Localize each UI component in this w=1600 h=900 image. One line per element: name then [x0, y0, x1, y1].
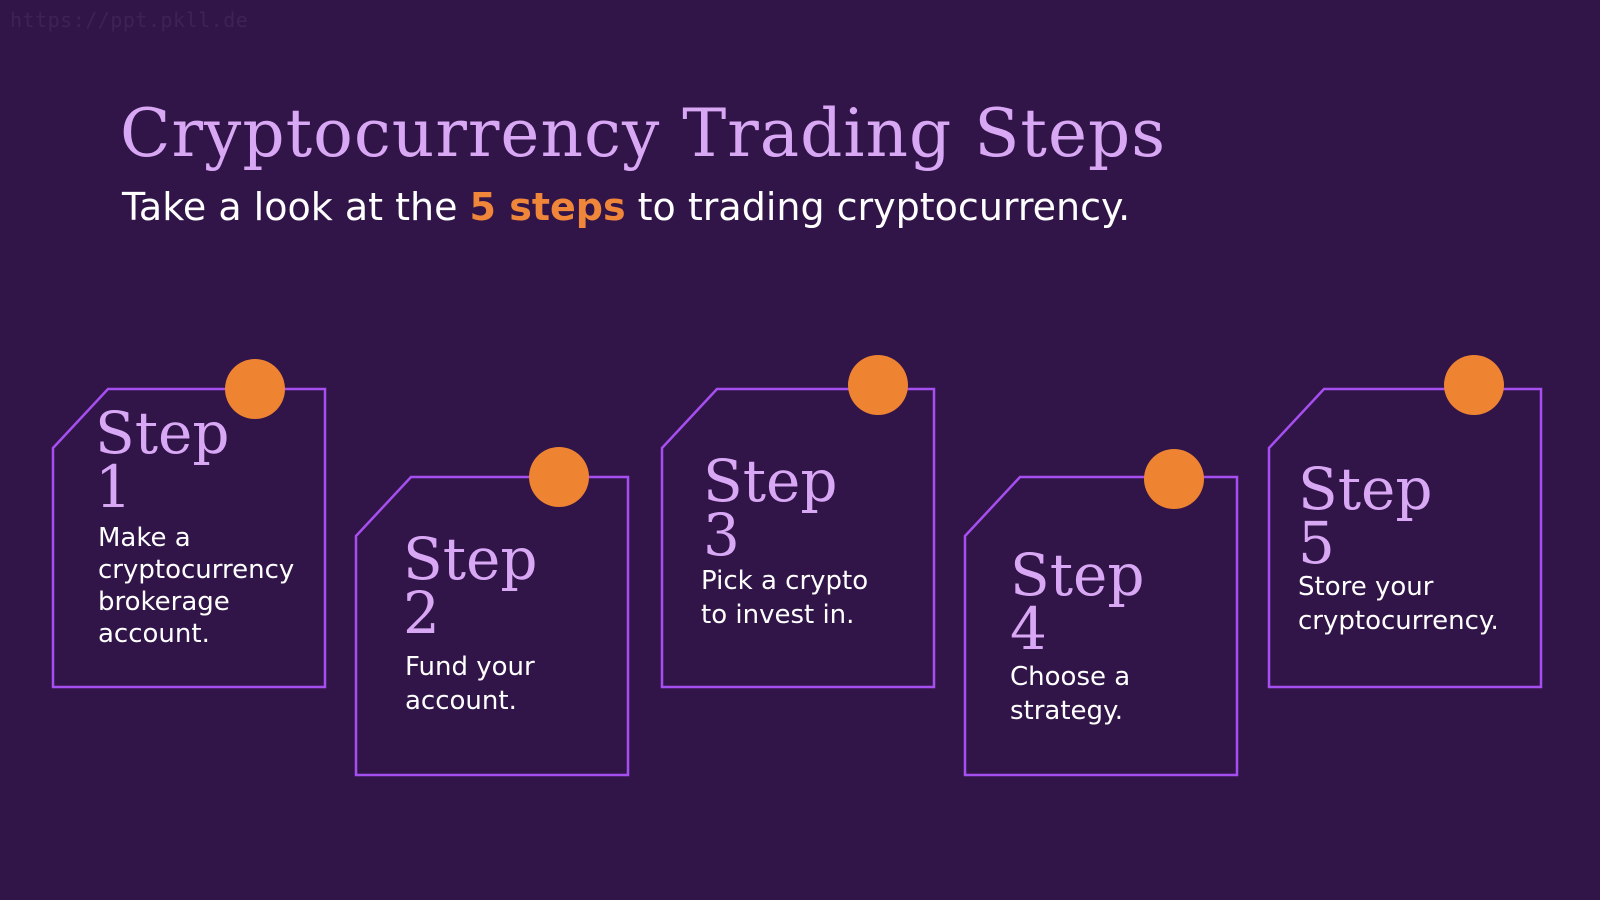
step-number: 5 — [1298, 509, 1335, 577]
step-word: Step — [1298, 455, 1433, 523]
step-description: Choose a strategy. — [1010, 662, 1131, 726]
orange-dot-icon — [1444, 355, 1504, 415]
step-number: 3 — [703, 501, 740, 569]
subtitle-text-after: to trading cryptocurrency. — [625, 185, 1131, 229]
step-description: Fund your account. — [405, 652, 535, 716]
step-word: Step — [703, 447, 838, 515]
step-label: Step 2 — [403, 530, 603, 647]
step-description: Make a cryptocurrency brokerage account. — [98, 523, 295, 649]
step-description: Store your cryptocurrency. — [1298, 572, 1499, 636]
step-word: Step — [1010, 541, 1145, 609]
watermark-url: https://ppt.pkll.de — [10, 8, 249, 32]
step-word: Step — [95, 399, 230, 467]
card-frame — [1267, 387, 1543, 689]
step-card-4: Step 4 Choose a strategy. — [963, 449, 1239, 777]
subtitle-text-before: Take a look at the — [122, 185, 470, 229]
page-title: Cryptocurrency Trading Steps — [120, 95, 1167, 172]
card-frame — [354, 475, 630, 777]
page-subtitle: Take a look at the 5 steps to trading cr… — [122, 185, 1130, 229]
subtitle-highlight: 5 steps — [469, 185, 626, 229]
step-label: Step 1 — [95, 404, 295, 521]
orange-dot-icon — [225, 359, 285, 419]
orange-dot-icon — [529, 447, 589, 507]
step-description: Pick a crypto to invest in. — [701, 566, 869, 630]
step-card-5: Step 5 Store your cryptocurrency. — [1267, 355, 1543, 689]
step-number: 1 — [95, 453, 132, 521]
card-frame — [51, 387, 327, 689]
step-number: 4 — [1010, 595, 1047, 663]
orange-dot-icon — [848, 355, 908, 415]
step-label: Step 4 — [1010, 546, 1210, 663]
step-label: Step 3 — [703, 452, 903, 569]
step-card-2: Step 2 Fund your account. — [354, 447, 630, 777]
step-label: Step 5 — [1298, 460, 1498, 577]
step-word: Step — [403, 525, 538, 593]
step-card-1: Step 1 Make a cryptocurrency brokerage a… — [51, 359, 327, 689]
orange-dot-icon — [1144, 449, 1204, 509]
step-card-3: Step 3 Pick a crypto to invest in. — [660, 355, 936, 689]
step-number: 2 — [403, 579, 440, 647]
